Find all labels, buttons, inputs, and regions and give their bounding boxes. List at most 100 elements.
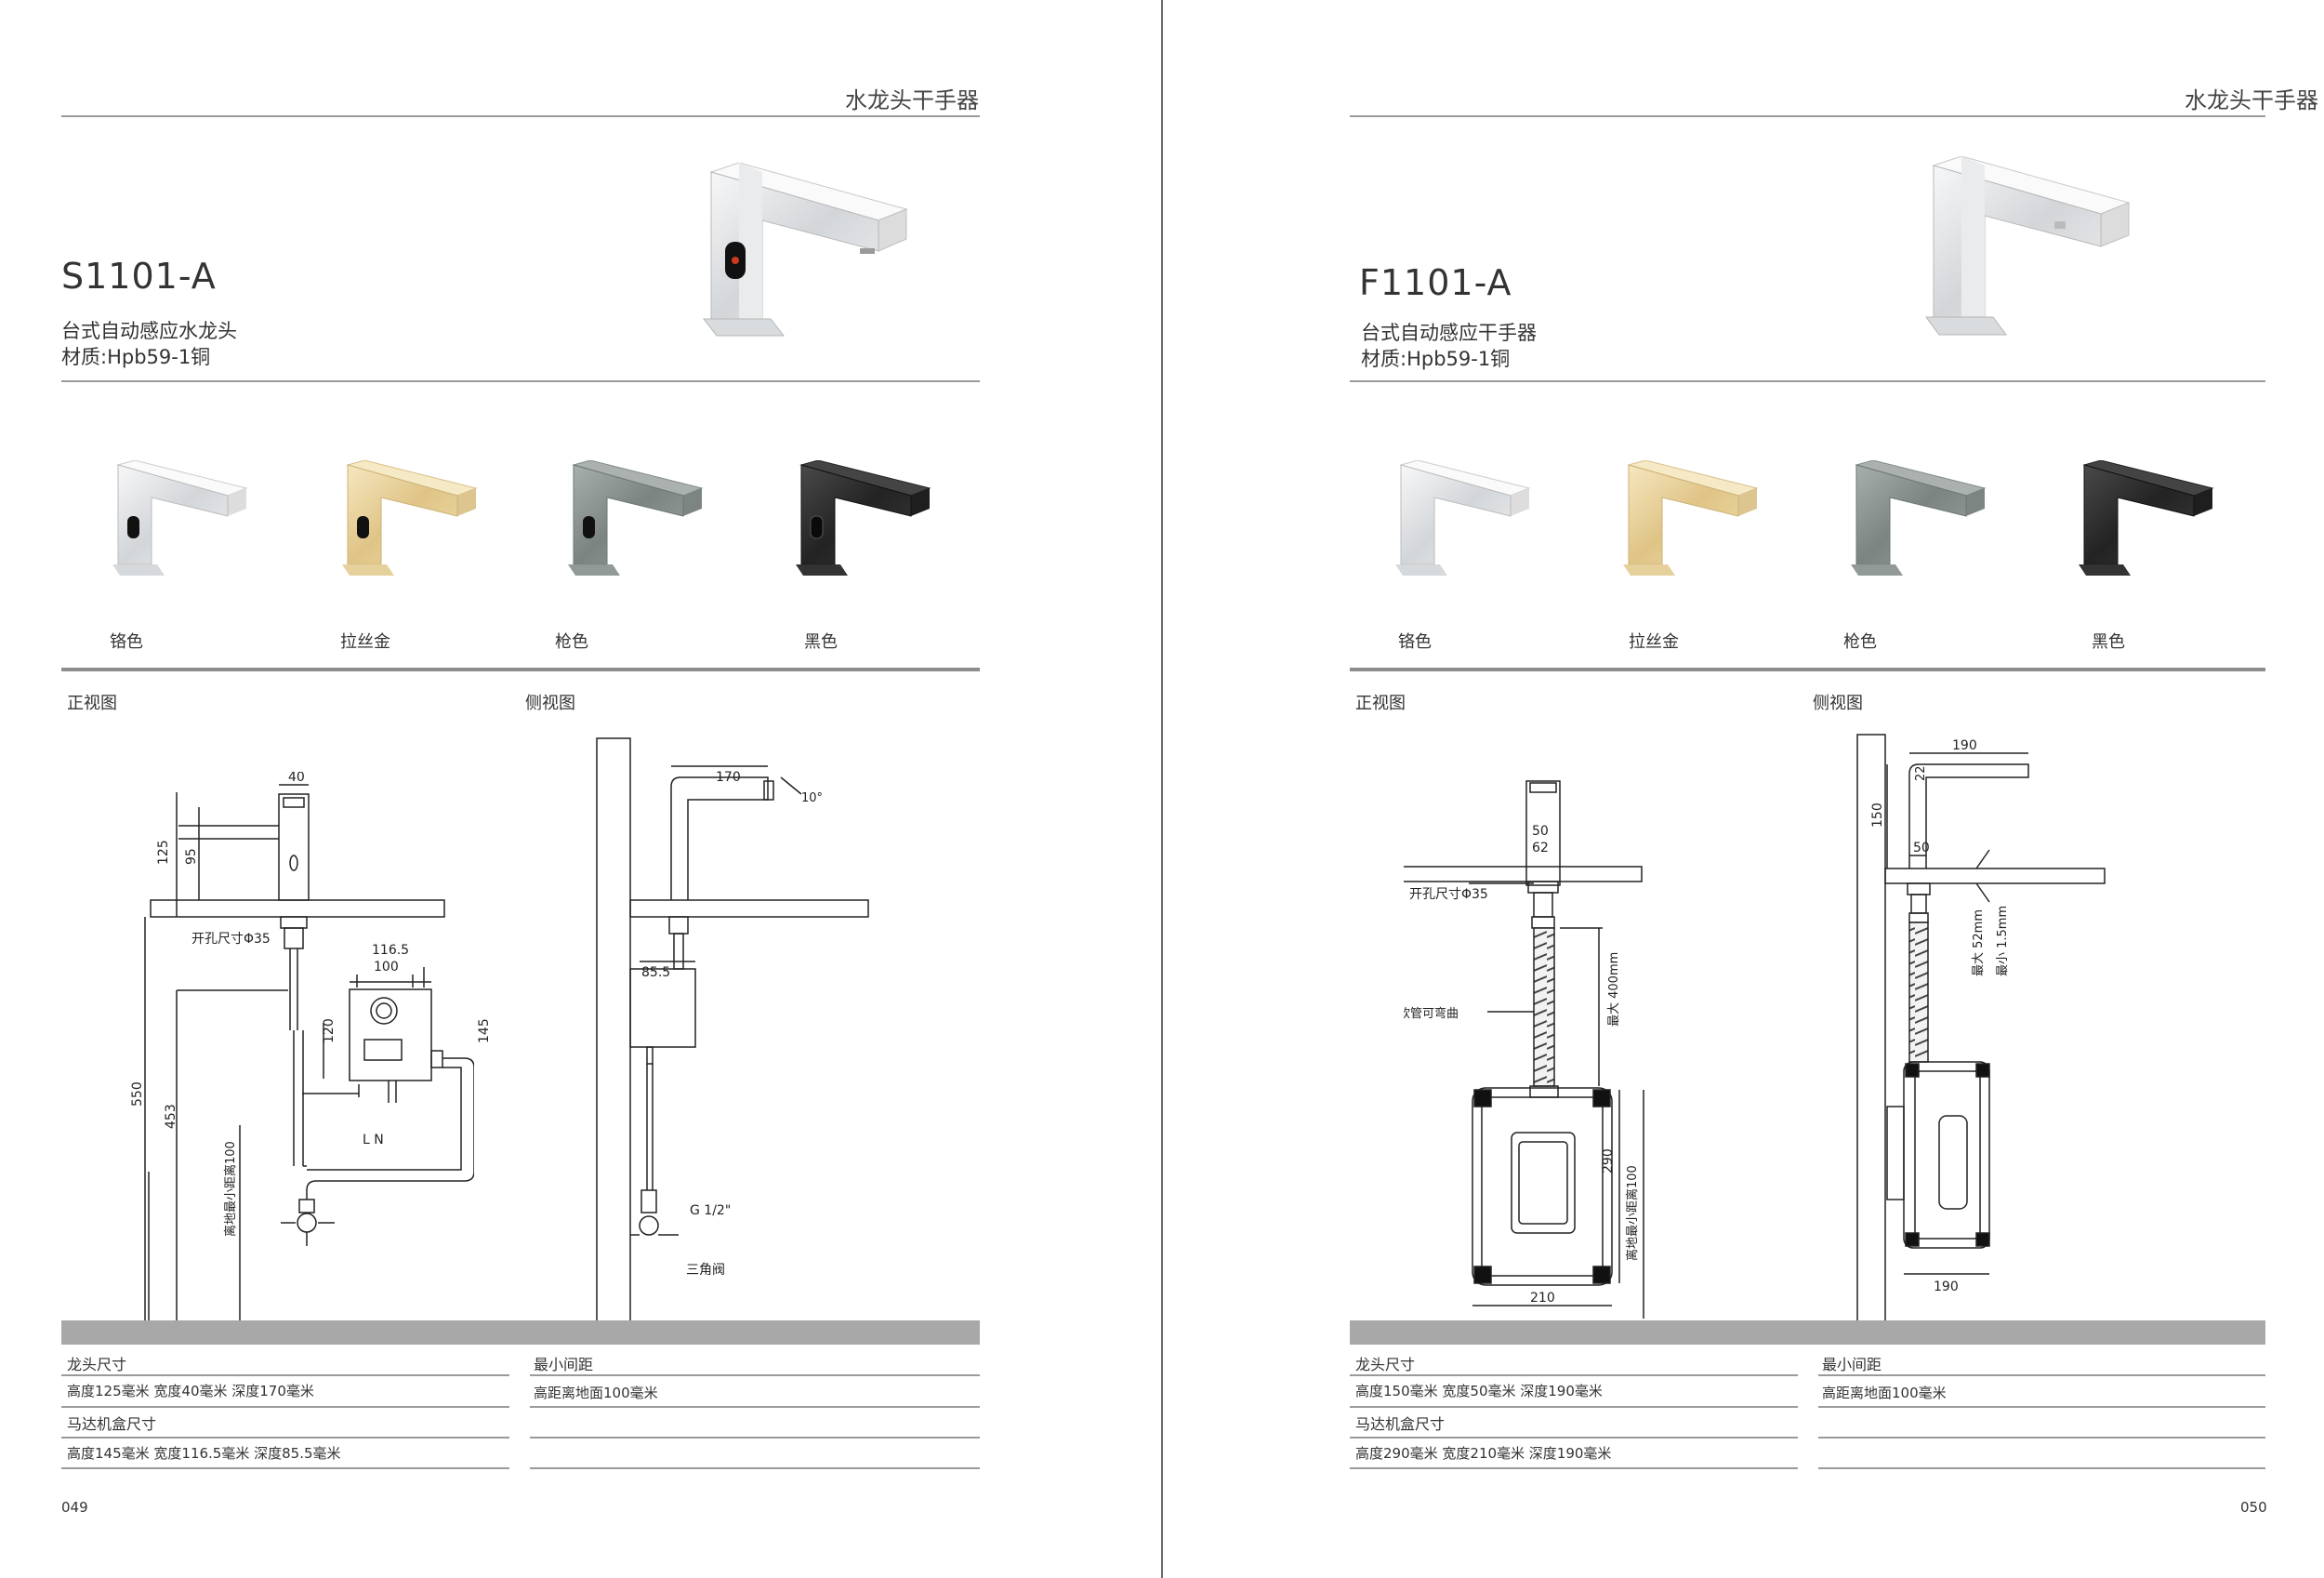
swatch-gun-metal (568, 460, 704, 576)
box-size-value: 高度290毫米 宽度210毫米 深度190毫米 (1355, 1445, 1612, 1462)
hose-label: 软管可弯曲 (1404, 1006, 1459, 1021)
dim-145: 145 (477, 1018, 492, 1043)
dim-angle: 10° (801, 791, 823, 805)
thread-size-label: G 1/2" (690, 1203, 731, 1218)
dim-120: 120 (322, 1018, 337, 1043)
header-rule (61, 115, 980, 117)
max-thickness-label: 最大 52mm (1972, 909, 1986, 976)
swatch-rule (61, 668, 980, 671)
product-subtitle: 台式自动感应水龙头 (61, 320, 237, 342)
dim-453: 453 (164, 1104, 178, 1129)
color-label-chrome: 铬色 (1398, 632, 1432, 652)
title-rule (1350, 380, 2265, 382)
spec-rule (61, 1467, 509, 1469)
dim-100: 100 (374, 960, 399, 975)
box-size-value: 高度145毫米 宽度116.5毫米 深度85.5毫米 (67, 1445, 341, 1462)
spec-rule (61, 1437, 509, 1439)
dim-116-5: 116.5 (372, 943, 409, 958)
dim-22: 22 (1914, 765, 1928, 781)
spec-rule (530, 1467, 980, 1469)
dim-150: 150 (1870, 802, 1885, 828)
swatch-rule (1350, 668, 2265, 671)
min-thickness-label: 最小 1.5mm (1996, 906, 2010, 976)
spec-rule (61, 1406, 509, 1408)
section-header: 水龙头干手器 (845, 87, 979, 113)
side-view-dimensions: 190 22 150 50 最大 52mm 最小 1.5mm 190 (1870, 738, 2010, 1294)
side-view-dimensions: 170 10° 85.5 G 1/2" 三角阀 (641, 770, 823, 1278)
model-number: F1101-A (1359, 262, 1512, 303)
page-spine (1161, 0, 1163, 1578)
spec-rule (1818, 1374, 2265, 1376)
box-size-heading: 马达机盒尺寸 (1355, 1415, 1446, 1433)
dim-40: 40 (288, 772, 305, 785)
front-view-drawing (1404, 780, 1644, 1319)
title-rule (61, 380, 980, 382)
power-ln-label: L N (363, 1133, 384, 1147)
dim-50: 50 (1913, 841, 1930, 855)
side-view-label: 侧视图 (1813, 694, 1863, 713)
swatch-black (2079, 460, 2214, 576)
dim-550: 550 (130, 1081, 145, 1107)
dim-125: 125 (156, 840, 171, 865)
dim-62: 62 (1532, 841, 1549, 855)
color-label-black: 黑色 (2092, 632, 2125, 652)
faucet-size-value: 高度125毫米 宽度40毫米 深度170毫米 (67, 1383, 314, 1399)
page-number: 049 (61, 1499, 88, 1516)
spec-rule (1350, 1406, 1798, 1408)
spec-rule (1350, 1374, 1798, 1376)
dim-190-depth: 190 (1934, 1280, 1959, 1294)
swatch-brushed-gold (342, 460, 478, 576)
dim-50: 50 (1532, 824, 1549, 839)
box-size-heading: 马达机盒尺寸 (67, 1415, 157, 1433)
section-header: 水龙头干手器 (2185, 87, 2318, 113)
swatch-black (796, 460, 931, 576)
faucet-size-heading: 龙头尺寸 (67, 1356, 127, 1373)
max-length-label: 最大 400mm (1607, 952, 1621, 1027)
model-number: S1101-A (61, 256, 217, 297)
color-label-gold: 拉丝金 (340, 632, 390, 652)
min-height-label: 离地最小距离100 (223, 1141, 238, 1237)
min-gap-value: 高距离地面100毫米 (1822, 1385, 1947, 1401)
hero-faucet-image (702, 163, 908, 337)
product-material: 材质:Hpb59-1铜 (61, 346, 211, 368)
header-rule (1350, 115, 2265, 117)
front-view-dimensions: 40 125 95 开孔尺寸Φ35 116.5 100 120 145 550 … (130, 772, 492, 1237)
spec-rule (530, 1437, 980, 1439)
front-view-label: 正视图 (1355, 694, 1406, 713)
left-page: 水龙头干手器 S1101-A 台式自动感应水龙头 材质:Hpb59-1铜 (61, 87, 980, 1516)
dim-210: 210 (1530, 1291, 1555, 1306)
color-label-gold: 拉丝金 (1629, 632, 1679, 652)
dim-290: 290 (1601, 1148, 1616, 1174)
color-label-chrome: 铬色 (110, 632, 143, 652)
spec-rule (1818, 1437, 2265, 1439)
color-label-gun: 枪色 (555, 632, 588, 652)
spec-rule (1350, 1467, 1798, 1469)
floor-band (1350, 1320, 2265, 1345)
min-gap-heading: 最小间距 (534, 1356, 594, 1373)
spec-rule (1818, 1467, 2265, 1469)
front-view-label: 正视图 (67, 694, 117, 713)
swatch-gun-metal (1851, 460, 1987, 576)
product-material: 材质:Hpb59-1铜 (1361, 348, 1511, 370)
hole-size-label: 开孔尺寸Φ35 (191, 932, 271, 947)
color-label-gun: 枪色 (1843, 632, 1877, 652)
product-subtitle: 台式自动感应干手器 (1361, 322, 1537, 344)
dim-190: 190 (1952, 738, 1977, 753)
dim-85-5: 85.5 (641, 965, 670, 980)
hole-size-label: 开孔尺寸Φ35 (1409, 887, 1488, 902)
floor-band (61, 1320, 980, 1345)
swatch-brushed-gold (1623, 460, 1759, 576)
front-view-dimensions: 50 62 开孔尺寸Φ35 软管可弯曲 最大 400mm 290 离地最小距离1… (1404, 824, 1640, 1306)
dim-170: 170 (716, 770, 741, 785)
faucet-size-value: 高度150毫米 宽度50毫米 深度190毫米 (1355, 1383, 1603, 1399)
color-label-black: 黑色 (804, 632, 838, 652)
spec-rule (61, 1374, 509, 1376)
dim-95: 95 (184, 848, 199, 865)
spec-rule (530, 1374, 980, 1376)
front-view-drawing (144, 784, 474, 1322)
spec-rule (530, 1406, 980, 1408)
min-gap-value: 高距离地面100毫米 (534, 1385, 658, 1401)
min-height-label: 离地最小距离100 (1625, 1165, 1640, 1261)
spec-rule (1350, 1437, 1798, 1439)
spec-rule (1818, 1406, 2265, 1408)
